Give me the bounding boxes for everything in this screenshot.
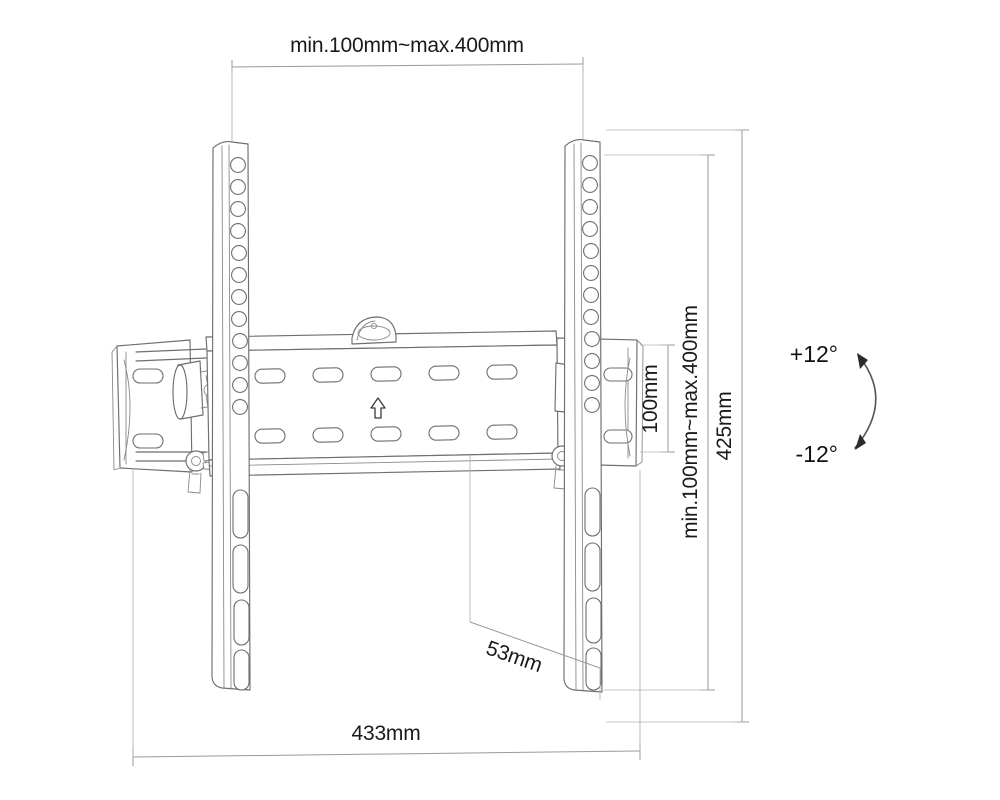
wall-plate: [205, 316, 561, 477]
overall-height-dimension: 425mm: [606, 129, 749, 723]
right-vertical-rail: [563, 139, 603, 693]
plate-height-label: 100mm: [639, 364, 662, 433]
vesa-vertical-label: min.100mm~max.400mm: [679, 305, 702, 539]
tilt-down-label: -12°: [796, 441, 838, 467]
tilt-up-label: +12°: [790, 341, 838, 367]
tilt-angle-indicator: +12° -12°: [790, 341, 877, 467]
up-arrow-icon: [370, 397, 386, 419]
wall-plate-slot-row-lower: [254, 424, 518, 444]
wall-plate-slot-row-upper: [254, 364, 518, 384]
overall-width-dimension: 433mm: [132, 470, 641, 766]
left-vertical-rail: [211, 141, 251, 691]
top-width-dimension: min.100mm~max.400mm: [231, 34, 584, 150]
overall-width-label: 433mm: [351, 722, 420, 745]
right-rail-round-holes: [582, 155, 600, 413]
left-rail-slots: [232, 489, 250, 691]
left-end-bracket: [111, 339, 207, 473]
overall-height-label: 425mm: [713, 391, 736, 460]
right-rail-slots: [584, 487, 602, 691]
top-width-label: min.100mm~max.400mm: [290, 34, 524, 57]
vesa-vertical-dimension: min.100mm~max.400mm: [604, 154, 715, 691]
center-hanger-tab: [351, 316, 397, 345]
plate-height-dimension: 100mm: [639, 344, 675, 453]
left-rail-round-holes: [230, 157, 248, 415]
